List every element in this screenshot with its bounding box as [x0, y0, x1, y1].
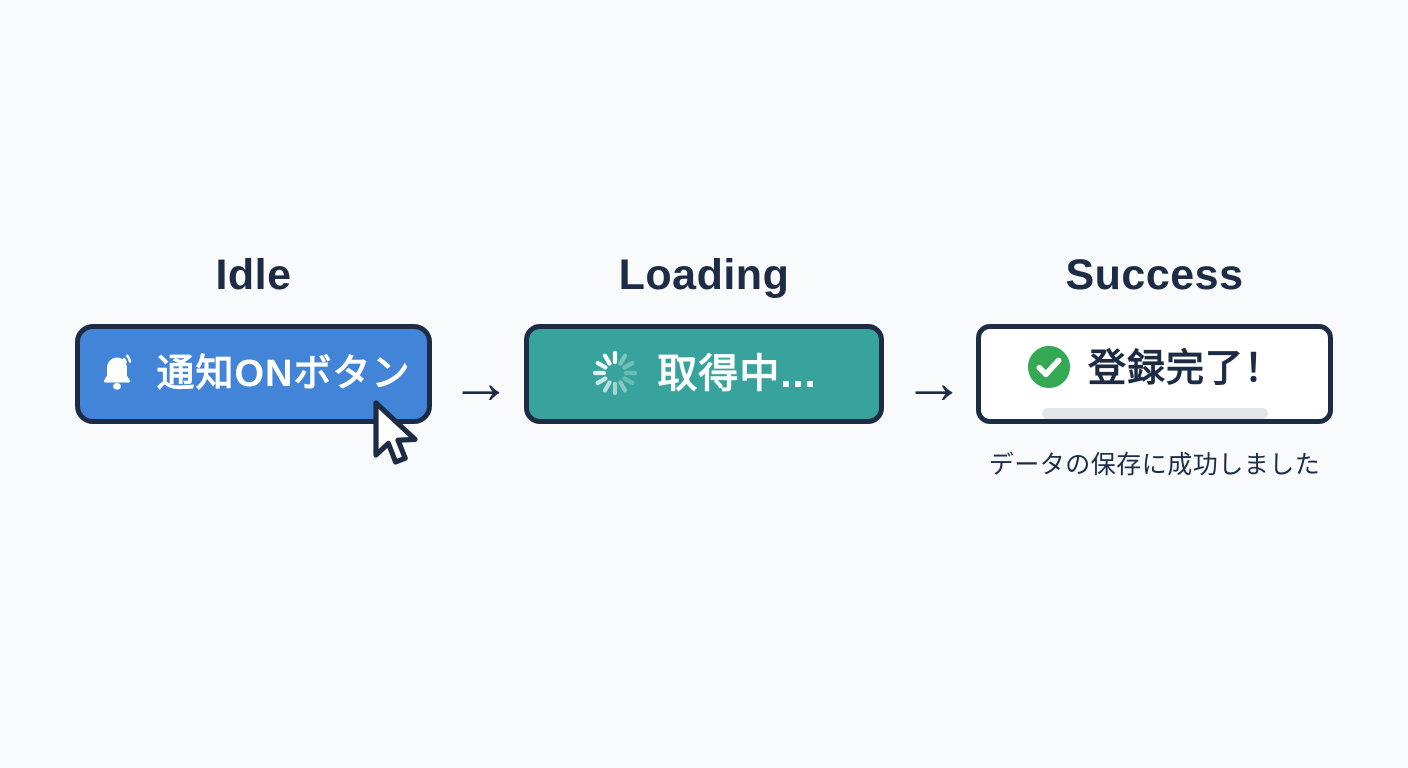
success-card: 登録完了！: [976, 324, 1333, 424]
success-subtitle: データの保存に成功しました: [988, 451, 1321, 479]
check-circle-icon: [1026, 344, 1072, 395]
loading-button[interactable]: 取得中...: [524, 324, 884, 424]
stage-title-loading: Loading: [618, 251, 790, 299]
success-card-label: 登録完了！: [1087, 348, 1283, 390]
idle-button-label: 通知ONボタン: [156, 353, 411, 395]
bell-icon: [96, 352, 138, 397]
stage-idle: Idle 通知ONボタン: [75, 251, 432, 465]
loading-button-label: 取得中...: [657, 352, 817, 396]
spinner-icon: [591, 349, 639, 400]
flow-arrow-2: →: [903, 348, 965, 417]
notification-on-button[interactable]: 通知ONボタン: [75, 324, 432, 424]
stage-loading: Loading 取得中...: [524, 254, 884, 424]
stage-title-success: Success: [1065, 251, 1244, 299]
stage-success: Success 登録完了！ データの保存に成功しました: [976, 254, 1333, 481]
progress-bar: [1041, 407, 1268, 419]
flow-arrow-1: →: [450, 348, 512, 417]
stage-title-idle: Idle: [215, 251, 292, 299]
